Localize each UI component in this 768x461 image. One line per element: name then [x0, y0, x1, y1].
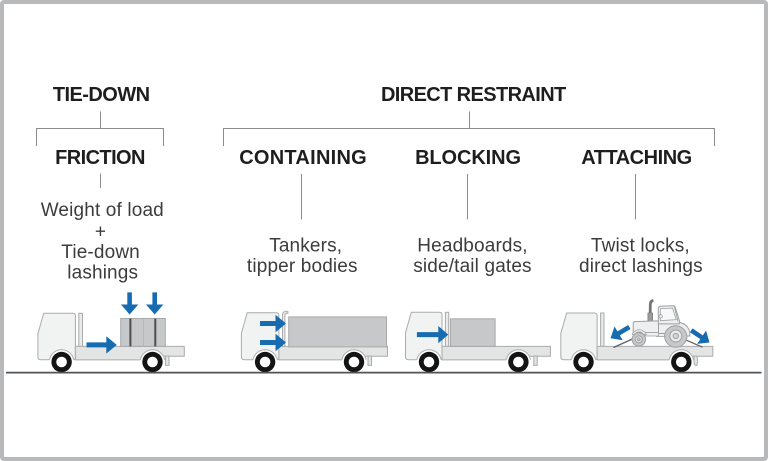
svg-text:Twist locks,: Twist locks, — [591, 235, 690, 256]
svg-text:CONTAINING: CONTAINING — [239, 147, 367, 169]
svg-text:+: + — [95, 222, 106, 243]
svg-text:Weight of load: Weight of load — [41, 200, 164, 221]
svg-text:BLOCKING: BLOCKING — [415, 147, 521, 169]
svg-text:direct lashings: direct lashings — [579, 256, 703, 277]
svg-text:FRICTION: FRICTION — [55, 147, 145, 169]
svg-text:ATTACHING: ATTACHING — [581, 147, 692, 169]
svg-text:side/tail gates: side/tail gates — [413, 256, 531, 277]
svg-text:Tankers,: Tankers, — [269, 235, 342, 256]
svg-text:Tie-down: Tie-down — [61, 242, 140, 263]
svg-text:lashings: lashings — [67, 263, 138, 284]
svg-text:DIRECT RESTRAINT: DIRECT RESTRAINT — [381, 84, 566, 106]
svg-text:tipper bodies: tipper bodies — [247, 256, 358, 277]
svg-text:TIE-DOWN: TIE-DOWN — [53, 84, 150, 106]
svg-text:Headboards,: Headboards, — [417, 235, 527, 256]
